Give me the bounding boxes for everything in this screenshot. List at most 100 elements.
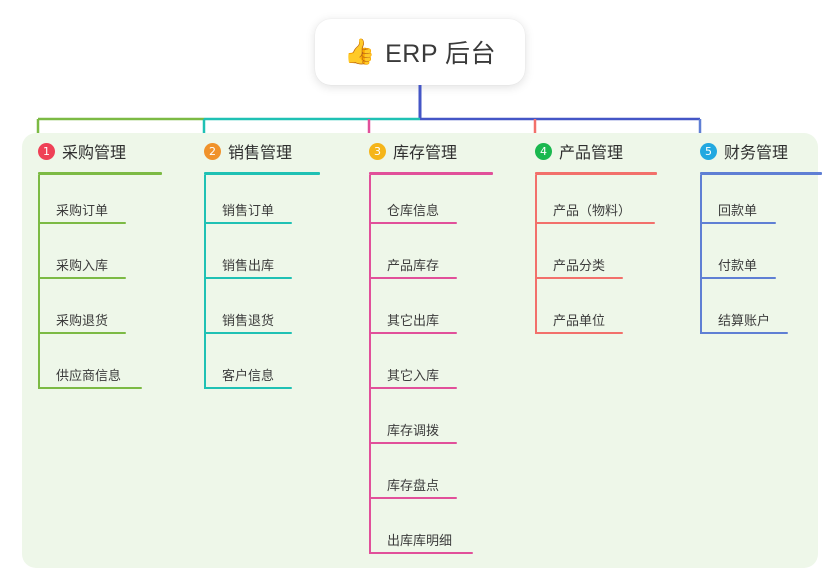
branch-item[interactable]: 销售订单 — [188, 175, 320, 230]
branch-columns: 1 采购管理采购订单采购入库采购退货供应商信息 2 销售管理销售订单销售出库销售退货客… — [22, 133, 822, 568]
branch-number-badge: 1 — [38, 142, 55, 160]
branch-item-label: 出库库明细 — [387, 533, 453, 548]
branch-item-underline — [204, 222, 292, 224]
branch-column-5: 5 财务管理回款单付款单结算账户 — [684, 133, 822, 340]
branch-spine — [38, 175, 40, 389]
branch-number-badge: 5 — [700, 142, 717, 160]
branch-number-badge: 2 — [204, 142, 221, 160]
branch-item-list: 采购订单采购入库采购退货供应商信息 — [22, 175, 162, 395]
branch-item[interactable]: 产品分类 — [519, 230, 657, 285]
branch-item[interactable]: 供应商信息 — [22, 340, 162, 395]
branch-item[interactable]: 产品（物料） — [519, 175, 657, 230]
branch-item[interactable]: 采购退货 — [22, 285, 162, 340]
branch-item-label: 回款单 — [718, 203, 758, 218]
branch-item-label: 产品（物料） — [553, 203, 632, 218]
branch-item[interactable]: 产品单位 — [519, 285, 657, 340]
branch-item-label: 其它入库 — [387, 368, 440, 383]
branch-item[interactable]: 回款单 — [684, 175, 822, 230]
branch-item-label: 其它出库 — [387, 313, 440, 328]
branch-item-label: 产品单位 — [553, 313, 606, 328]
branch-item-underline — [369, 552, 473, 554]
branch-item-list: 销售订单销售出库销售退货客户信息 — [188, 175, 320, 395]
branch-item-label: 客户信息 — [222, 368, 275, 383]
branch-title: 销售管理 — [228, 145, 293, 162]
branch-spine — [204, 175, 206, 389]
branch-title: 库存管理 — [393, 145, 458, 162]
branch-item-label: 销售订单 — [222, 203, 275, 218]
branch-item-label: 产品分类 — [553, 258, 606, 273]
branch-title: 采购管理 — [62, 145, 127, 162]
branch-item-underline — [38, 387, 142, 389]
branch-item-underline — [204, 277, 292, 279]
branch-item[interactable]: 结算账户 — [684, 285, 822, 340]
branch-item[interactable]: 其它出库 — [353, 285, 493, 340]
branch-item-label: 付款单 — [718, 258, 758, 273]
branch-item[interactable]: 出库库明细 — [353, 505, 493, 560]
branch-underline — [369, 172, 493, 175]
branch-item-label: 库存盘点 — [387, 478, 440, 493]
branch-spine — [369, 175, 371, 554]
branch-item-label: 采购订单 — [56, 203, 109, 218]
branch-item-underline — [369, 277, 457, 279]
branch-item-list: 产品（物料） 产品分类产品单位 — [519, 175, 657, 340]
branch-header-5[interactable]: 5 财务管理 — [684, 133, 822, 169]
branch-item-label: 产品库存 — [387, 258, 440, 273]
branch-title: 财务管理 — [724, 145, 789, 162]
branch-underline — [535, 172, 657, 175]
branch-spine — [535, 175, 537, 334]
branch-item-underline — [204, 332, 292, 334]
branch-item[interactable]: 库存盘点 — [353, 450, 493, 505]
branch-item[interactable]: 客户信息 — [188, 340, 320, 395]
branch-item-underline — [700, 332, 788, 334]
branch-item-label: 结算账户 — [718, 313, 771, 328]
branch-item-underline — [535, 332, 623, 334]
branch-underline — [204, 172, 320, 175]
branch-underline — [700, 172, 822, 175]
branch-item[interactable]: 销售出库 — [188, 230, 320, 285]
branch-item-underline — [369, 387, 457, 389]
branch-title: 产品管理 — [559, 145, 624, 162]
branch-header-2[interactable]: 2 销售管理 — [188, 133, 320, 169]
branch-item-label: 库存调拨 — [387, 423, 440, 438]
thumbs-up-icon: 👍 — [343, 37, 376, 66]
root-node-card[interactable]: 👍 ERP 后台 — [315, 19, 525, 85]
branch-column-1: 1 采购管理采购订单采购入库采购退货供应商信息 — [22, 133, 162, 395]
branch-underline — [38, 172, 162, 175]
branch-item-underline — [38, 332, 126, 334]
branch-item-label: 销售出库 — [222, 258, 275, 273]
branch-item-list: 仓库信息产品库存其它出库其它入库库存调拨库存盘点出库库明细 — [353, 175, 493, 560]
branch-item[interactable]: 采购订单 — [22, 175, 162, 230]
branch-item-underline — [535, 277, 623, 279]
branch-item-list: 回款单付款单结算账户 — [684, 175, 822, 340]
branch-item-label: 采购入库 — [56, 258, 109, 273]
branch-item-underline — [38, 277, 126, 279]
branch-item[interactable]: 销售退货 — [188, 285, 320, 340]
root-node-title: ERP 后台 — [385, 40, 497, 68]
branch-item-underline — [369, 332, 457, 334]
branch-item-label: 供应商信息 — [56, 368, 122, 383]
branch-item-underline — [700, 222, 776, 224]
branch-item[interactable]: 采购入库 — [22, 230, 162, 285]
branch-spine — [700, 175, 702, 334]
branch-item[interactable]: 库存调拨 — [353, 395, 493, 450]
branch-item-underline — [204, 387, 292, 389]
branch-item-label: 销售退货 — [222, 313, 275, 328]
branch-item[interactable]: 仓库信息 — [353, 175, 493, 230]
branch-item-underline — [700, 277, 776, 279]
branch-item[interactable]: 产品库存 — [353, 230, 493, 285]
branch-item-underline — [38, 222, 126, 224]
branch-header-1[interactable]: 1 采购管理 — [22, 133, 162, 169]
branch-item-label: 仓库信息 — [387, 203, 440, 218]
branch-item[interactable]: 付款单 — [684, 230, 822, 285]
branch-item-underline — [369, 222, 457, 224]
diagram-canvas-panel — [22, 133, 818, 568]
branch-item[interactable]: 其它入库 — [353, 340, 493, 395]
branch-item-label: 采购退货 — [56, 313, 109, 328]
branch-column-2: 2 销售管理销售订单销售出库销售退货客户信息 — [188, 133, 320, 395]
branch-item-underline — [369, 497, 457, 499]
branch-item-underline — [535, 222, 655, 224]
